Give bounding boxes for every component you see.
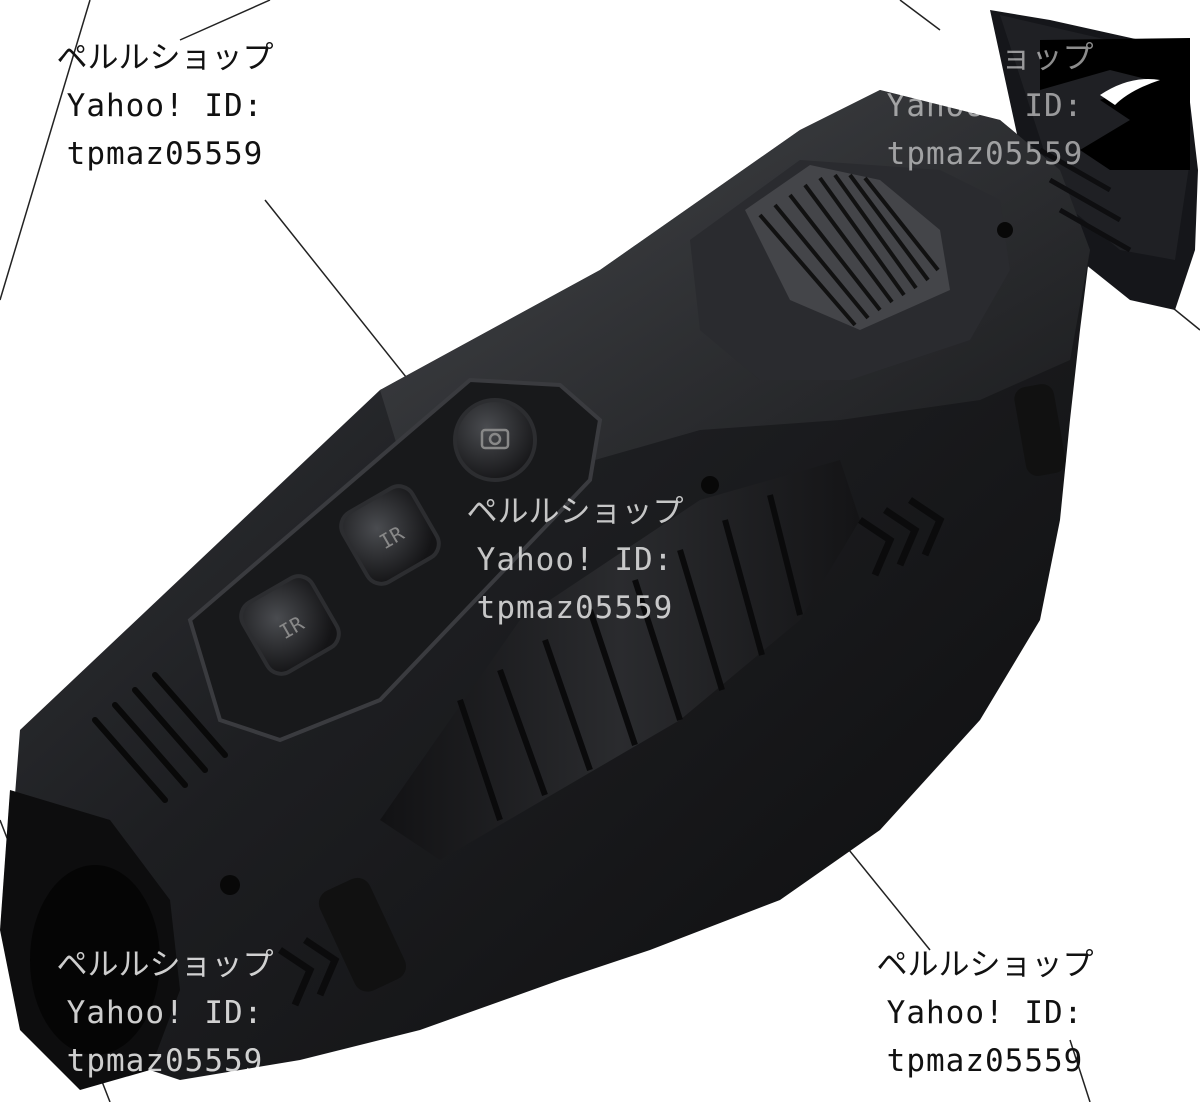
watermark-seller-id: tpmaz05559 — [66, 1043, 264, 1079]
watermark-seller-id: tpmaz05559 — [476, 590, 674, 626]
watermark-top-left: ペルルショップ Yahoo! ID: tpmaz05559 — [15, 34, 315, 178]
brand-mark — [1040, 38, 1190, 170]
watermark-yahoo-id-label: Yahoo! ID: — [66, 88, 264, 124]
watermark-center: ペルルショップ Yahoo! ID: tpmaz05559 — [425, 488, 725, 632]
ir-button-upper[interactable]: IR — [335, 480, 444, 589]
watermark-top-right: ペルルショップ Yahoo! ID: tpmaz05559 — [835, 34, 1135, 178]
camera-icon — [480, 428, 510, 450]
watermark-bottom-right: ペルルショップ Yahoo! ID: tpmaz05559 — [835, 941, 1135, 1085]
vent-slots — [92, 672, 228, 803]
watermark-seller-id: tpmaz05559 — [886, 1043, 1084, 1079]
ir-button-lower[interactable]: IR — [235, 570, 344, 679]
monocular-body — [0, 10, 1198, 1090]
watermark-shop-name: ペルルショップ — [56, 40, 274, 76]
chevron-marks — [278, 497, 945, 1007]
focus-wheel-ridges — [758, 173, 940, 327]
watermark-yahoo-id-label: Yahoo! ID: — [66, 995, 264, 1031]
watermark-seller-id: tpmaz05559 — [886, 136, 1084, 172]
watermark-shop-name: ペルルショップ — [466, 494, 684, 530]
watermark-shop-name: ペルルショップ — [876, 40, 1094, 76]
grip-ridges — [457, 494, 803, 821]
watermark-bottom-left: ペルルショップ Yahoo! ID: tpmaz05559 — [15, 941, 315, 1085]
watermark-yahoo-id-label: Yahoo! ID: — [886, 88, 1084, 124]
watermark-shop-name: ペルルショップ — [876, 947, 1094, 983]
watermark-shop-name: ペルルショップ — [56, 947, 274, 983]
watermark-yahoo-id-label: Yahoo! ID: — [886, 995, 1084, 1031]
watermark-yahoo-id-label: Yahoo! ID: — [476, 542, 674, 578]
watermark-seller-id: tpmaz05559 — [66, 136, 264, 172]
camera-button[interactable] — [453, 398, 537, 482]
